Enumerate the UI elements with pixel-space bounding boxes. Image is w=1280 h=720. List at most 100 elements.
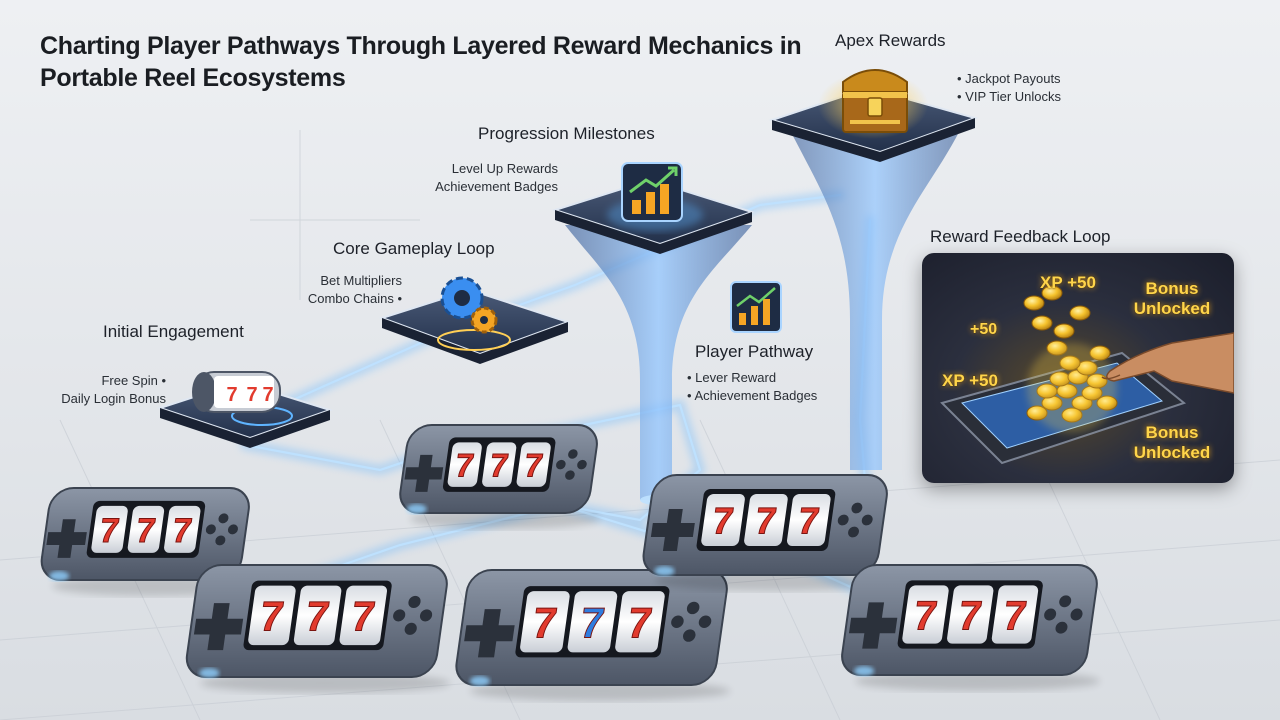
bullet-item: Bet Multipliers [320,273,402,288]
dpad-icon [46,519,87,558]
slot-reel [701,494,745,546]
feedback-loop-title: Reward Feedback Loop [930,227,1111,246]
dpad-icon [650,509,695,551]
reel-symbol: 7 [134,512,158,550]
action-button-icon [698,615,712,628]
action-button-icon [1044,608,1057,621]
bullet-item: • Lever Reward [687,370,777,385]
dpad-icon [848,602,898,649]
action-button-icon [1059,595,1072,608]
action-button-icon [556,459,566,470]
svg-text:7: 7 [246,384,257,406]
action-button-icon [686,601,700,615]
bullet-item: Level Up Rewards [451,161,558,176]
action-button-icon [577,459,587,470]
stage-label-progression: Progression Milestones [478,124,655,143]
coin-icon [1069,305,1091,321]
stage-label-pathway: Player Pathway [695,342,814,361]
action-button-icon [408,595,421,609]
stage-label-initial: Initial Engagement [103,322,244,341]
action-button-icon [218,513,229,524]
bullet-item: • VIP Tier Unlocks [957,89,1062,104]
action-button-icon [419,609,433,622]
action-button-icon [227,524,238,535]
coin-icon [1023,295,1045,311]
slot-reel [615,591,665,653]
pathway-chart-icon [730,281,782,333]
stage-label-apex: Apex Rewards [835,31,946,50]
coin-pile [1023,285,1118,433]
action-button-icon [837,514,849,526]
slot-reel [991,585,1039,644]
bullet-item: Daily Login Bonus [61,391,166,406]
bullet-item: Achievement Badges [435,179,558,194]
xp-gain-top: XP +50 [1040,273,1096,292]
bullet-item: Free Spin • [101,373,166,388]
reel-symbol: 7 [710,500,737,542]
reward-feedback-panel: XP +50 +50 XP +50 Bonus Unlocked Bonus U… [922,253,1234,483]
action-button-icon [861,514,873,526]
slot-reel [567,591,618,653]
points-gain-left: +50 [970,321,998,338]
bonus-unlocked-bottom: Bonus Unlocked [1133,423,1211,462]
slot-reel [947,585,994,644]
stage-bullets-progression: Level Up Rewards Achievement Badges [400,160,558,196]
action-button-icon [205,524,216,535]
action-button-icon [851,502,863,514]
xp-gain-bottom: XP +50 [942,371,998,390]
slot-reel [339,585,388,646]
action-button-icon [215,535,226,546]
slot-reel [164,505,201,553]
stage-bullets-core: Bet Multipliers Combo Chains • [260,272,402,308]
coin-icon [1031,315,1053,331]
apex-funnel [790,130,960,470]
svg-text:7: 7 [262,384,273,406]
feedback-illustration [940,285,1234,465]
action-button-icon [671,615,684,628]
bullet-item: Combo Chains • [307,291,402,306]
slot-reel [786,494,831,546]
bullet-item: • Jackpot Payouts [957,71,1061,86]
growth-chart-icon [621,162,683,222]
bullet-item: • Achievement Badges [687,388,818,403]
slot-reel [447,442,482,487]
action-button-icon [1070,608,1083,621]
slot-reel [293,585,342,646]
bonus-unlocked-top: Bonus Unlocked [1133,279,1211,318]
slot-reel [744,494,788,546]
action-button-icon [568,449,578,459]
coin-icon [1041,285,1063,301]
page-title: Charting Player Pathways Through Layered… [40,32,802,92]
gears-icon [440,276,498,334]
dpad-icon [464,609,515,658]
svg-text:7: 7 [226,384,237,406]
coin-icon [1053,323,1075,339]
dpad-icon [404,454,444,492]
action-button-icon [565,470,575,480]
dpad-icon [193,603,244,651]
action-button-icon [848,526,859,538]
slot-reel [482,442,517,487]
treasure-chest-icon [842,69,908,133]
slot-reel [127,505,165,553]
stage-bullets-initial: Free Spin • Daily Login Bonus [20,372,166,408]
hand-icon [1101,332,1234,394]
slot-reel [91,505,128,553]
action-button-icon [683,629,696,642]
slot-reel [520,591,570,653]
action-button-icon [404,622,417,635]
slot-reel [902,585,949,644]
action-button-icon [393,609,406,622]
stage-bullets-pathway: • Lever Reward • Achievement Badges [687,369,817,405]
slot-reel-icon: 7 7 7 [192,371,281,413]
action-button-icon [1055,621,1068,634]
slot-reel [248,585,296,646]
